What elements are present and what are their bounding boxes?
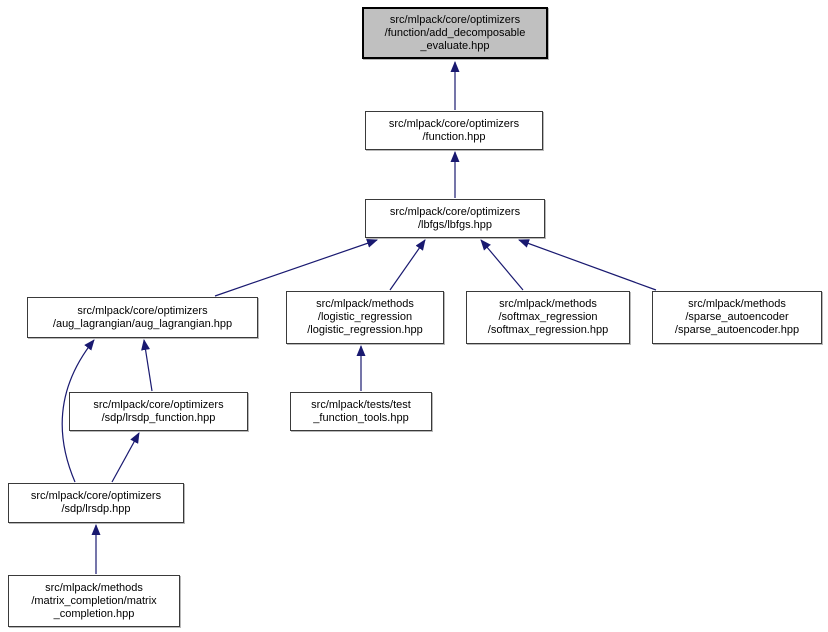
edge-softmax-regression-to-lbfgs (480, 239, 524, 291)
edge-logistic-regression-to-lbfgs (389, 239, 426, 291)
node-function-hpp[interactable]: src/mlpack/core/optimizers /function.hpp (365, 111, 543, 150)
edge-lrsdp-function-to-aug-lagrangian (141, 339, 153, 392)
node-softmax-regression-hpp[interactable]: src/mlpack/methods /softmax_regression /… (466, 291, 630, 344)
edge-sparse-autoencoder-to-lbfgs (518, 239, 657, 291)
node-test-function-tools-hpp[interactable]: src/mlpack/tests/test _function_tools.hp… (290, 392, 432, 431)
node-matrix-completion-hpp[interactable]: src/mlpack/methods /matrix_completion/ma… (8, 575, 180, 627)
edge-aug-lagrangian-to-lbfgs (214, 239, 378, 297)
node-lrsdp-hpp[interactable]: src/mlpack/core/optimizers /sdp/lrsdp.hp… (8, 483, 184, 523)
node-aug-lagrangian-hpp[interactable]: src/mlpack/core/optimizers /aug_lagrangi… (27, 297, 258, 338)
node-add-decomposable-evaluate-hpp[interactable]: src/mlpack/core/optimizers /function/add… (362, 7, 548, 59)
node-logistic-regression-hpp[interactable]: src/mlpack/methods /logistic_regression … (286, 291, 444, 344)
node-sparse-autoencoder-hpp[interactable]: src/mlpack/methods /sparse_autoencoder /… (652, 291, 822, 344)
edge-lrsdp-to-lrsdp-function (111, 432, 140, 483)
node-lbfgs-hpp[interactable]: src/mlpack/core/optimizers /lbfgs/lbfgs.… (365, 199, 545, 238)
node-lrsdp-function-hpp[interactable]: src/mlpack/core/optimizers /sdp/lrsdp_fu… (69, 392, 248, 431)
